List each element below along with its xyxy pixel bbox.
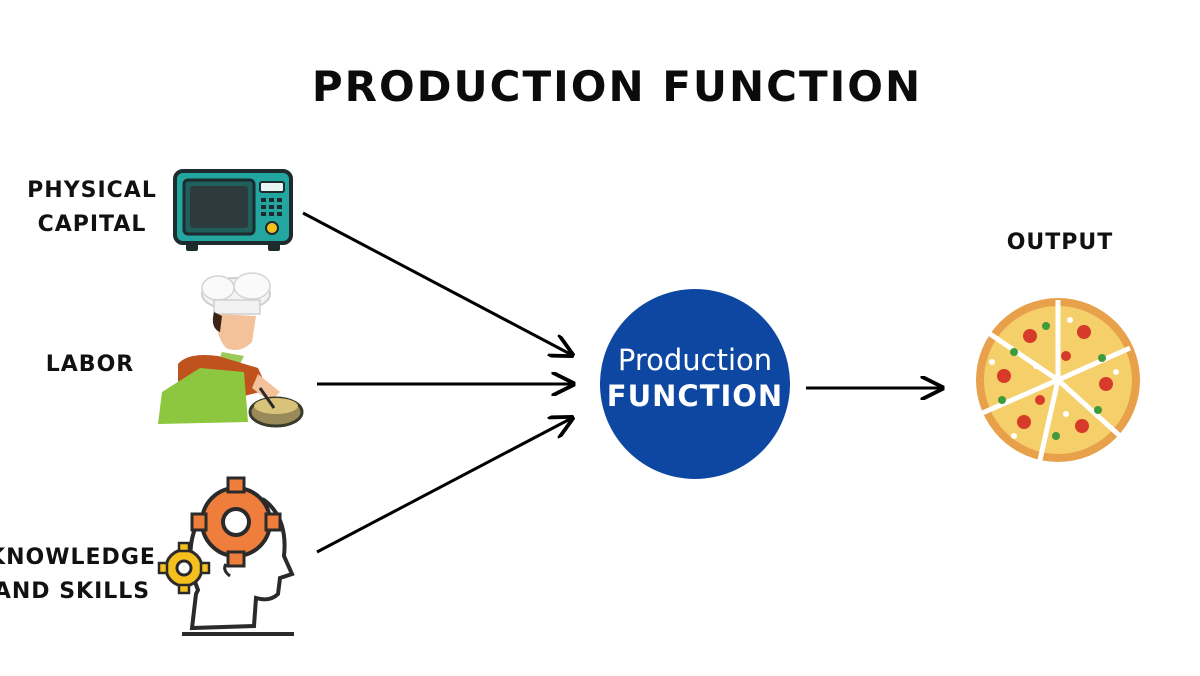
- production-function-line1: Production: [617, 343, 773, 377]
- labor-label-line1: LABOR: [45, 352, 135, 377]
- production-function-node: Production FUNCTION: [600, 289, 790, 479]
- knowledge-label-line2: AND SKILLS: [0, 579, 151, 604]
- production-function-line2: FUNCTION: [606, 379, 784, 413]
- labor-label: LABOR: [40, 348, 140, 382]
- knowledge-label-line1: KNOWLEDGE: [0, 545, 156, 570]
- microwave-icon: [173, 169, 293, 251]
- physical-capital-label-line1: PHYSICAL: [27, 178, 157, 203]
- physical-capital-label-line2: CAPITAL: [37, 212, 147, 237]
- diagram-title: PRODUCTION FUNCTION: [311, 62, 923, 111]
- head-gears-icon: [157, 476, 295, 636]
- arrow-knowledge-to-function: [316, 418, 572, 554]
- output-label: OUTPUT: [1006, 230, 1114, 255]
- chef-icon: [158, 272, 304, 428]
- pizza-icon: [976, 298, 1140, 462]
- physical-capital-label: PHYSICAL CAPITAL: [22, 174, 162, 242]
- knowledge-label: KNOWLEDGE AND SKILLS: [0, 541, 156, 609]
- arrow-capital-to-function: [302, 211, 572, 355]
